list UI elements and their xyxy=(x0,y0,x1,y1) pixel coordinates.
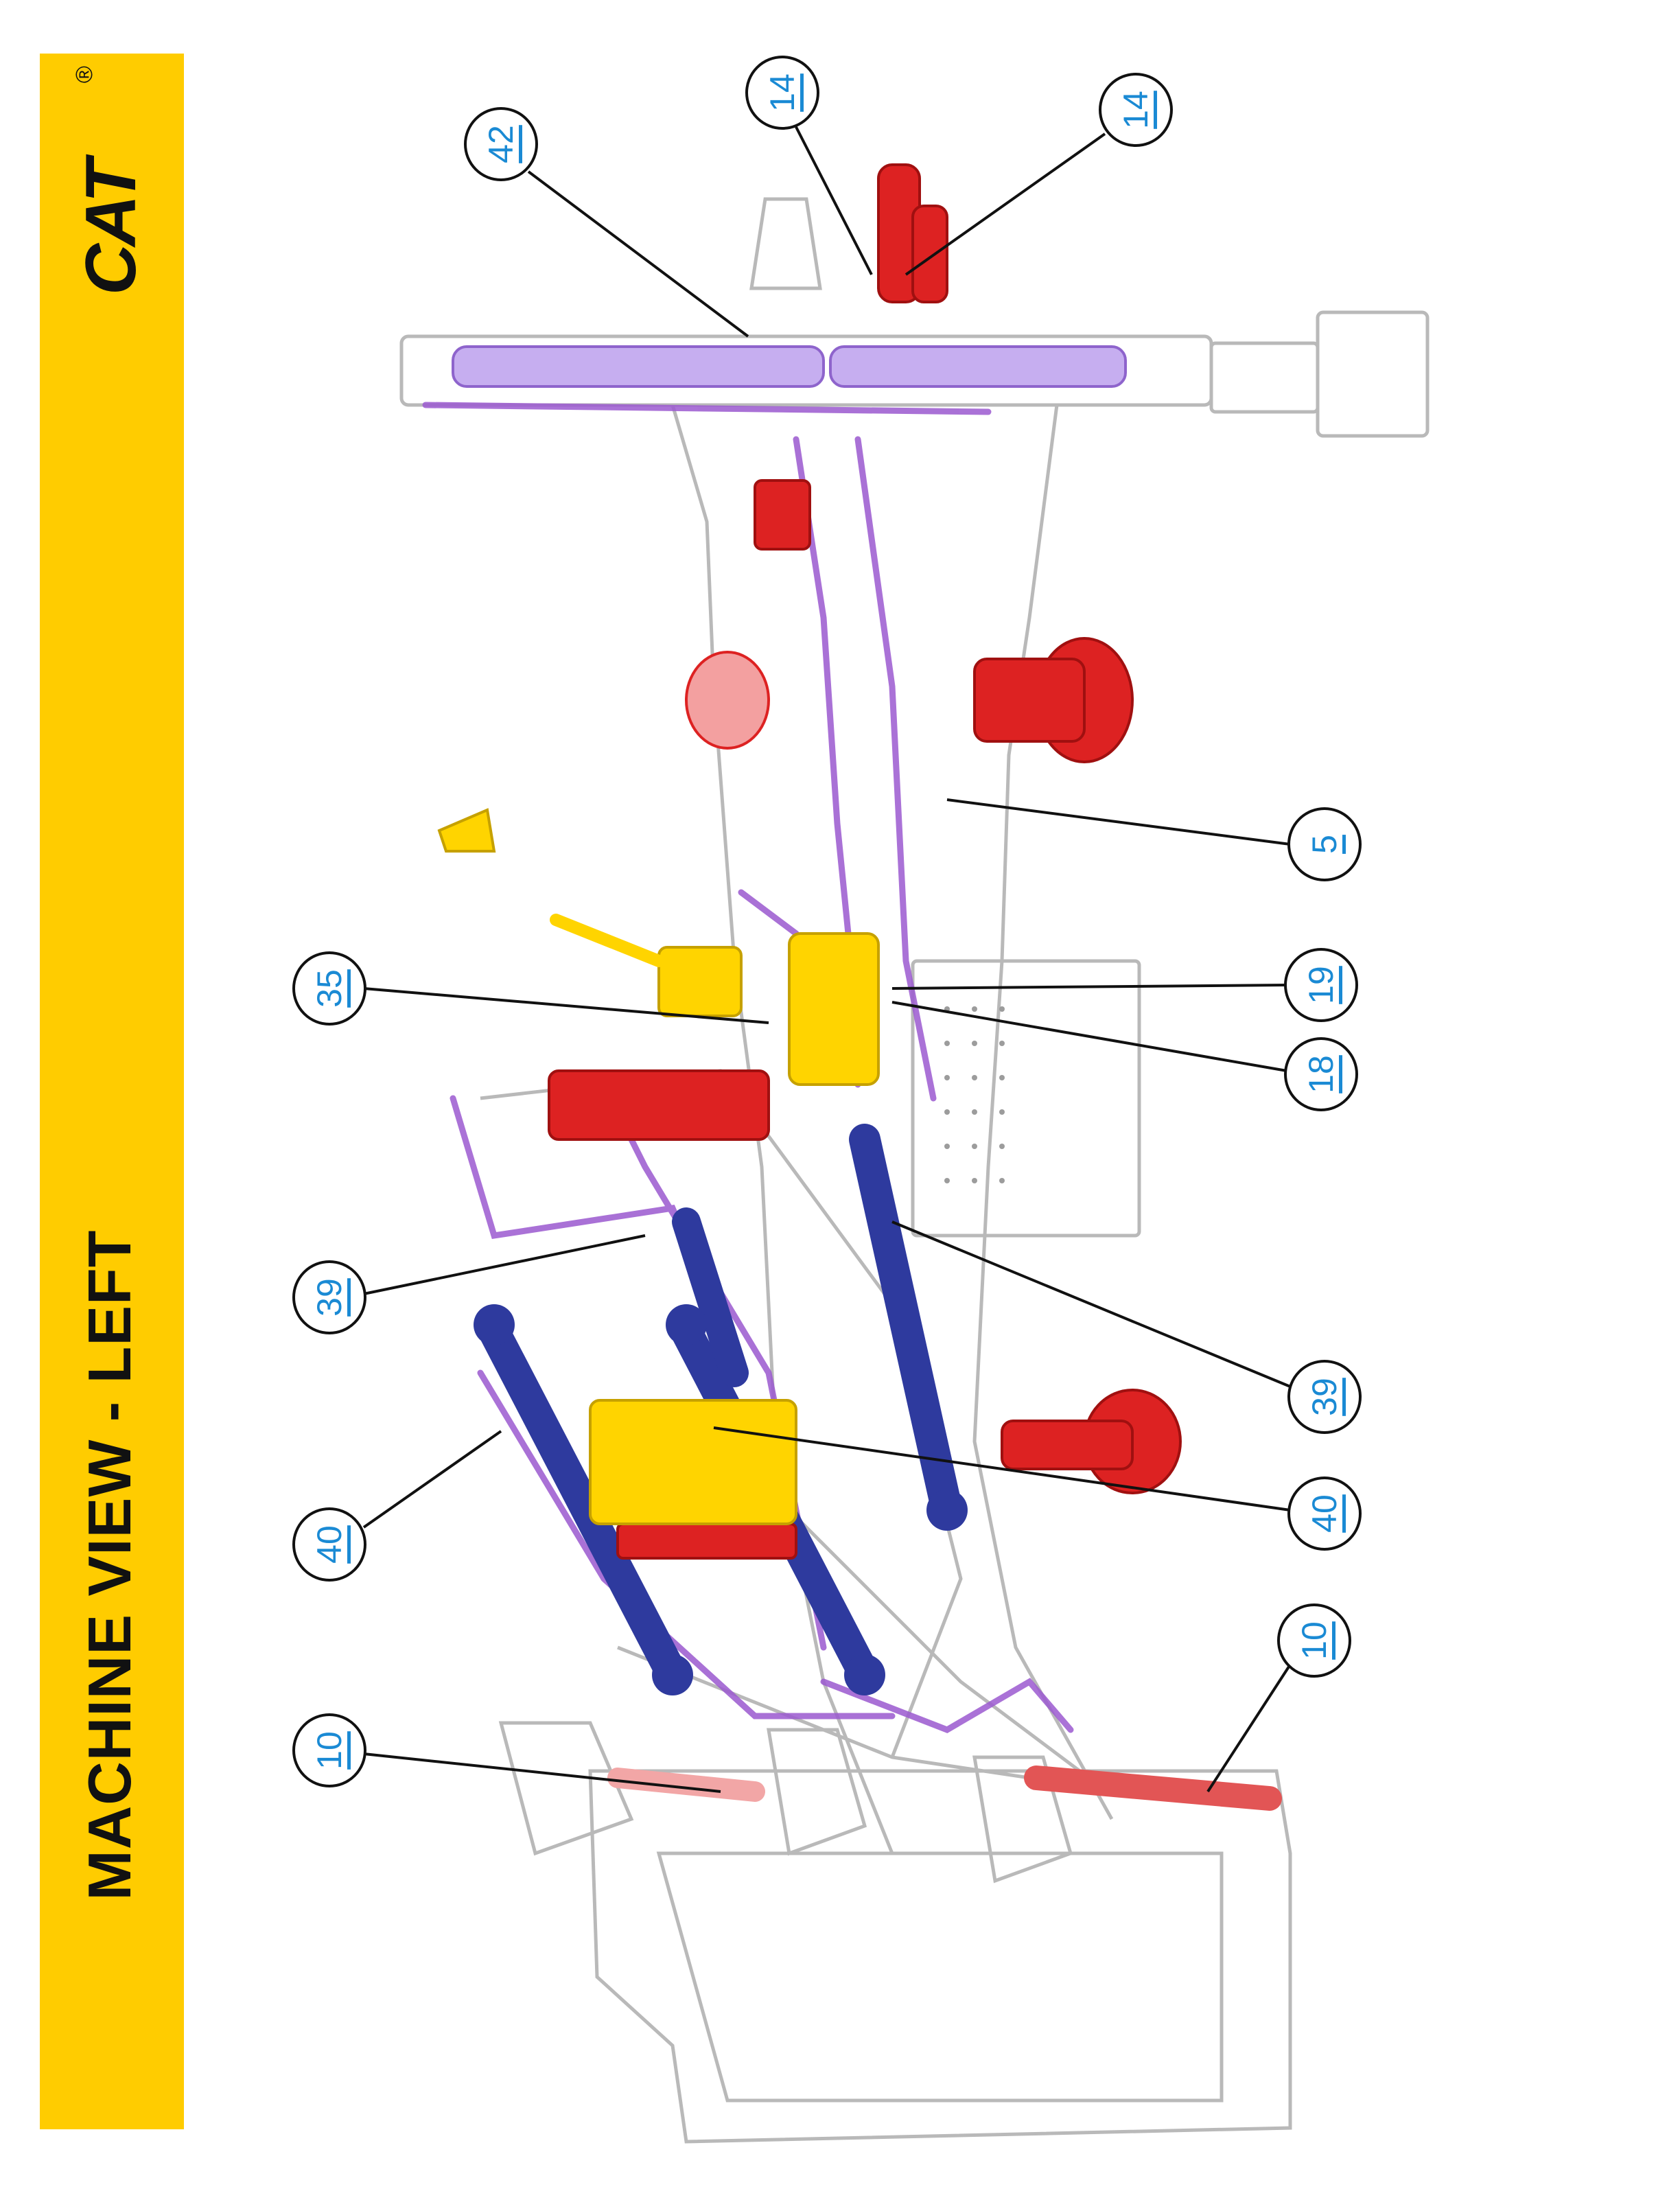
boom-cylinder-lower-left xyxy=(672,1207,749,1387)
front-cylinder-upper xyxy=(452,345,825,388)
callout-14-right: 14 xyxy=(905,73,1173,276)
front-swing-housing xyxy=(973,658,1086,743)
red-hydraulic-tank xyxy=(616,1522,797,1560)
pin-4 xyxy=(844,1654,885,1695)
svg-text:35: 35 xyxy=(310,969,349,1008)
drive-motors xyxy=(548,163,1282,1811)
svg-text:5: 5 xyxy=(1305,835,1344,854)
rear-motor-housing xyxy=(1001,1420,1134,1470)
callouts: 42 14 14 5 35 19 xyxy=(292,56,1362,1793)
callout-39-left: 39 xyxy=(292,1234,646,1334)
front-hitch-bracket xyxy=(1209,341,1320,414)
svg-text:39: 39 xyxy=(1305,1378,1344,1416)
svg-text:10: 10 xyxy=(1295,1621,1333,1660)
svg-text:40: 40 xyxy=(310,1525,349,1564)
rear-linkage-plate-3 xyxy=(972,1755,1073,1884)
hose-rear-2 xyxy=(820,1678,1074,1733)
hose-main-2 xyxy=(854,436,937,1102)
pin-1 xyxy=(474,1304,515,1345)
svg-text:19: 19 xyxy=(1302,966,1340,1004)
front-clevis xyxy=(749,197,822,290)
front-red-unit xyxy=(754,479,811,551)
callout-19: 19 xyxy=(891,948,1358,1022)
callout-39-right: 39 xyxy=(891,1220,1362,1434)
pin-3 xyxy=(666,1304,707,1345)
front-hitch-plate xyxy=(1316,310,1430,438)
callout-42: 42 xyxy=(464,107,749,338)
svg-text:14: 14 xyxy=(1117,91,1155,129)
callout-18: 18 xyxy=(891,1001,1358,1111)
svg-text:18: 18 xyxy=(1302,1055,1340,1093)
cylinder-end-pins xyxy=(474,1304,968,1695)
front-upper-block-2 xyxy=(911,205,948,303)
pin-5 xyxy=(926,1490,968,1531)
machine-frame xyxy=(399,197,1430,2144)
callout-5: 5 xyxy=(946,798,1362,881)
callout-10-left: 10 xyxy=(292,1713,721,1793)
hose-rear-1 xyxy=(477,1369,896,1720)
callout-40-left: 40 xyxy=(292,1430,502,1582)
frame-lower-rail xyxy=(972,404,1114,1820)
yellow-connector xyxy=(437,808,496,853)
pin-2 xyxy=(652,1654,693,1695)
svg-text:14: 14 xyxy=(763,73,802,112)
rear-linkage-plate-2 xyxy=(767,1728,867,1856)
svg-text:10: 10 xyxy=(310,1731,349,1770)
frame-upper-rail xyxy=(670,404,894,1854)
callout-10-right: 10 xyxy=(1206,1603,1351,1793)
front-motor-back xyxy=(685,651,770,750)
radiator-grid xyxy=(944,1006,1005,1183)
control-valve-red xyxy=(548,1069,770,1141)
rear-arm-lower xyxy=(788,1509,1099,1786)
rear-bucket-inner xyxy=(656,1851,1224,2103)
title-band xyxy=(40,54,184,2129)
main-pump-block xyxy=(589,1399,797,1525)
callout-35: 35 xyxy=(292,951,769,1026)
yellow-lever-base xyxy=(657,946,743,1017)
front-cylinders xyxy=(452,345,1127,388)
boom-cylinder-lower-right xyxy=(849,1124,963,1526)
callout-14-upper: 14 xyxy=(745,56,873,275)
svg-text:39: 39 xyxy=(310,1278,349,1317)
callout-40-right: 40 xyxy=(713,1426,1362,1551)
rear-tilt-cylinder-left xyxy=(607,1768,765,1802)
svg-text:40: 40 xyxy=(1305,1494,1344,1533)
rear-bucket xyxy=(588,1769,1292,2144)
radiator-outline xyxy=(911,959,1141,1238)
hose-front xyxy=(422,402,992,415)
svg-text:42: 42 xyxy=(482,125,520,163)
boom-cylinder-upper-left xyxy=(478,1316,688,1691)
rear-tilt-cylinder xyxy=(1024,1765,1282,1811)
front-cylinder-lower xyxy=(829,345,1127,388)
rear-linkage-plate-1 xyxy=(498,1721,634,1856)
yellow-lever xyxy=(550,914,665,967)
yellow-valve-mid xyxy=(788,932,880,1086)
